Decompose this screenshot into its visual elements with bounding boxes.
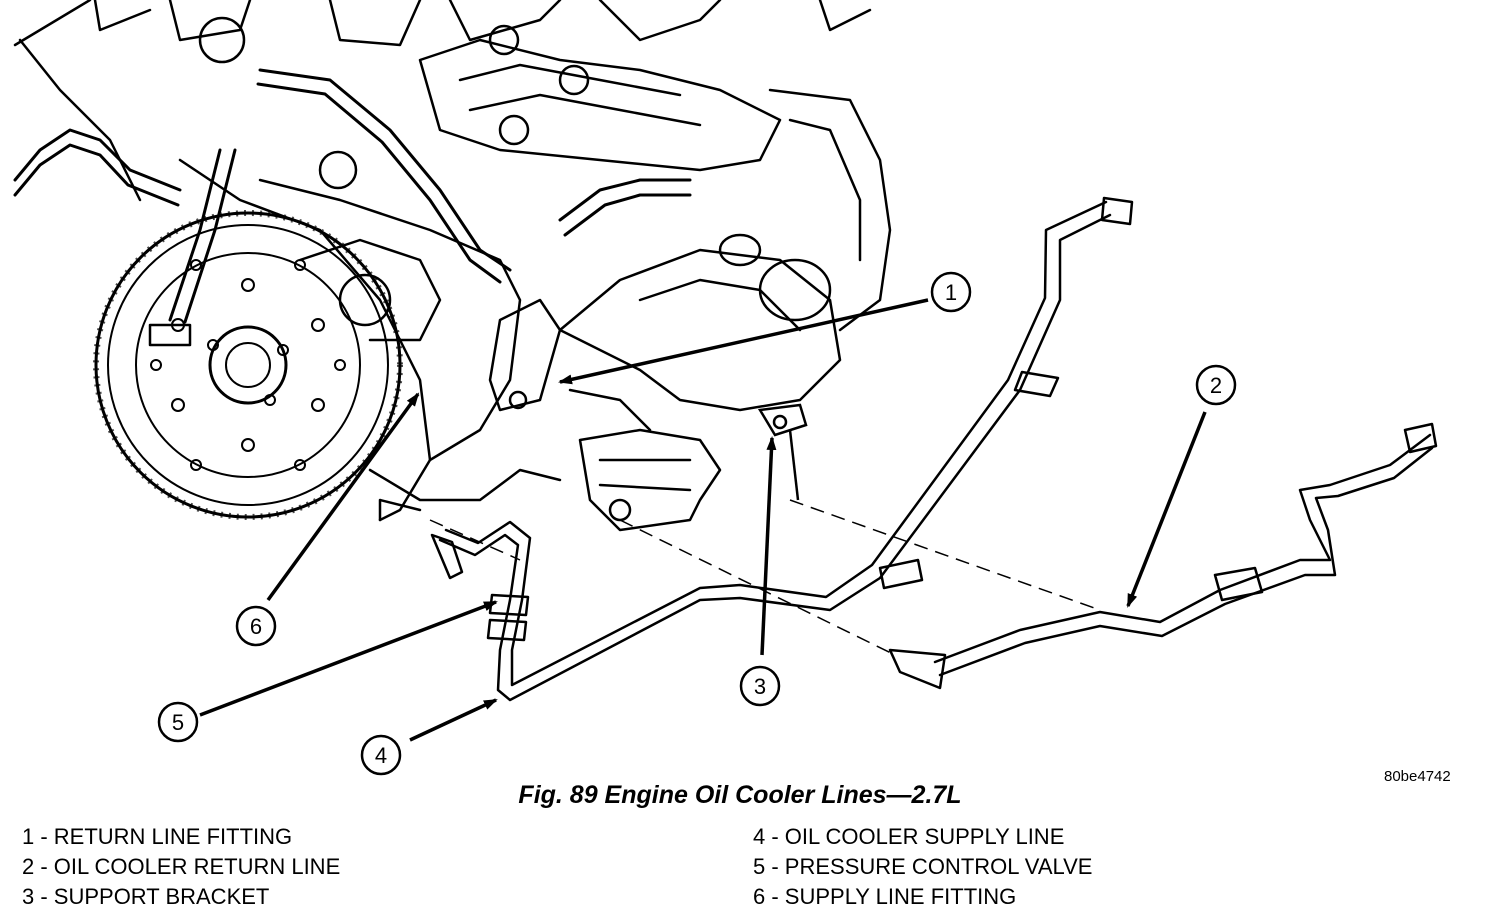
callout-5: 5 xyxy=(157,701,199,743)
leader-arrows xyxy=(199,298,1207,742)
legend-right-column: 4 - OIL COOLER SUPPLY LINE 5 - PRESSURE … xyxy=(753,822,1092,912)
legend-left-column: 1 - RETURN LINE FITTING 2 - OIL COOLER R… xyxy=(22,822,340,912)
svg-text:6: 6 xyxy=(250,614,262,639)
svg-text:4: 4 xyxy=(375,743,387,768)
legend-item: 1 - RETURN LINE FITTING xyxy=(22,824,293,849)
support-bracket xyxy=(757,403,808,501)
leader-arrow-4 xyxy=(409,698,498,742)
figure-reference-code: 80be4742 xyxy=(1384,768,1451,785)
flywheel xyxy=(93,210,403,520)
routing-guide-lines xyxy=(429,499,1101,656)
callout-6: 6 xyxy=(235,605,277,647)
svg-text:2: 2 xyxy=(1210,373,1222,398)
svg-text:1: 1 xyxy=(945,280,957,305)
callout-1: 1 xyxy=(930,271,972,313)
legend-item: 3 - SUPPORT BRACKET xyxy=(22,884,270,909)
leader-arrow-2 xyxy=(1126,411,1207,608)
oil-cooler-return-line xyxy=(888,422,1438,690)
leader-arrow-3 xyxy=(760,436,777,656)
legend-item: 6 - SUPPLY LINE FITTING xyxy=(753,884,1017,909)
oil-cooler-supply-line xyxy=(430,196,1134,702)
callout-2: 2 xyxy=(1195,364,1237,406)
leader-arrow-6 xyxy=(266,392,420,602)
leader-arrow-5 xyxy=(199,600,498,717)
engine-oil-cooler-diagram: 1 2 3 4 5 6 xyxy=(13,0,1438,776)
leader-arrow-1 xyxy=(558,298,929,385)
legend-item: 2 - OIL COOLER RETURN LINE xyxy=(22,854,341,879)
callout-4: 4 xyxy=(360,734,402,776)
svg-text:3: 3 xyxy=(754,674,766,699)
engine-block-drawing xyxy=(13,0,892,532)
legend-item: 5 - PRESSURE CONTROL VALVE xyxy=(753,854,1093,879)
svg-text:5: 5 xyxy=(172,710,184,735)
figure-caption: Fig. 89 Engine Oil Cooler Lines—2.7L xyxy=(518,781,962,809)
callout-3: 3 xyxy=(739,665,781,707)
legend-item: 4 - OIL COOLER SUPPLY LINE xyxy=(753,824,1065,849)
